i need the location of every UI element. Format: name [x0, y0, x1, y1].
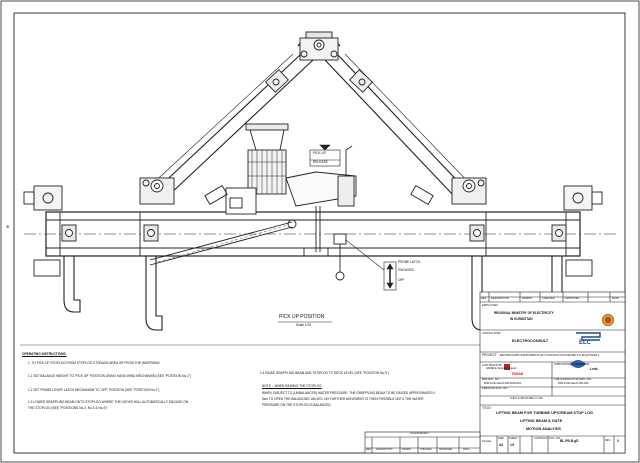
employer-name: REGIONAL MINISTRY OF ELECTRICITY	[494, 311, 554, 315]
note-line-1: WHEN SUBJECT TO (UNBALANCED) WATER PRESS…	[262, 391, 436, 395]
subcontractor-label: SUBCONTRACTOR/VENDOR	[554, 363, 590, 366]
pick-up-label: PICK UP	[313, 151, 326, 155]
consultant-label: CONSULTANT:	[482, 331, 502, 335]
contract-doc-label: CONTRACT DOC. NO. :	[534, 437, 563, 440]
rev-header: REV	[481, 297, 487, 300]
sub-doc-number: PAB-D-DD-HE-M-DW-A05	[558, 382, 589, 385]
subcontractor-name: Ledo	[590, 367, 598, 371]
farab-logo-mark	[504, 364, 510, 370]
contractor-logo-text: FARAB	[512, 372, 523, 376]
elc-logo-mark	[576, 332, 601, 341]
title-label: TITLE :	[482, 406, 493, 410]
bottom-drawn-header: DRAWN	[402, 448, 411, 451]
bottom-date-header: DATE	[463, 448, 470, 451]
release-label: RELEASE	[313, 160, 328, 164]
previous-doc-label: PREVIOUS DOC. NO.	[482, 387, 508, 390]
sheet-value: 1/1	[510, 443, 515, 447]
employer-emblem	[601, 313, 615, 327]
pab-doc-label: PAB DOC. NO.	[482, 378, 500, 381]
rev-value: 0	[617, 439, 619, 443]
probe-latch-label: PROBE LATCH	[398, 260, 421, 264]
instruction-step-1-4: 1.4 RAISE GRAPPLING BEAM AND STOPLOG TO …	[260, 371, 389, 375]
project-label: PROJECT :	[482, 353, 499, 357]
note-title: NOTE :- WHEN RAISING THE STOPLOG	[262, 384, 322, 388]
bottom-approved-header: APPROVED	[439, 448, 453, 451]
instruction-step-1: 1. TO PICK UP STOPLOG FROM STOPLOG STORA…	[28, 361, 161, 365]
size-label: SIZE	[498, 437, 504, 440]
probe-latch-callout	[345, 239, 397, 291]
checked-header: CHECKED	[542, 297, 555, 300]
bottom-checked-header: CHECKED	[420, 448, 432, 451]
previous-doc-number: D-B-G-F-PB-04-MEC-C-A06	[510, 397, 543, 400]
lifting-beam-drawing	[23, 31, 618, 331]
in-house-rev-title: IN-HOUSE REV	[410, 432, 429, 435]
sheet-label: SHEET	[509, 437, 518, 440]
consultant-name: ELECTROCONSULT	[512, 339, 549, 343]
title-line-3: MOTION ANALYSIS	[526, 427, 561, 431]
view-title: PICK UP POSITION	[279, 314, 325, 320]
contract-doc-number: BL-PB-B-gD	[560, 439, 579, 443]
employer-sub: IN KURDISTAN	[510, 317, 533, 321]
engaged-label: ENGAGED	[398, 268, 414, 272]
employer-label: EMPLOYER:	[482, 303, 499, 307]
consultant-logo-text: ELC	[579, 340, 591, 346]
instruction-step-1-1: 1.1 SET BALANCE WEIGHT TO 'PICK UP' POSI…	[28, 374, 192, 378]
rev-label: REV.	[605, 439, 611, 442]
note-line-3: PRESSURE ON THE STOPLOG IS BALANCED.	[262, 403, 332, 407]
description-header: DESCRIPTION	[491, 297, 509, 300]
project-name: BEKHME DAM/HYDROPOWER PLANT CONSTRUCTION…	[500, 354, 600, 357]
instruction-step-1-3-cont: THE STOPLOG (SEE "POSITIONS No.2, No.3 &…	[28, 406, 108, 410]
inner-border	[13, 12, 626, 454]
instruction-step-1-3: 1.3 LOWER GRAPPLING BEAM ONTO STOPLOG WH…	[28, 400, 189, 404]
title-line-1: LIFTING BEAM FOR TURBINE UPSTREAM STOP L…	[496, 411, 593, 415]
pick-up-release-callout	[309, 144, 341, 167]
note-line-2: 5cm TO OPEN THE BALANCING VALVES. NO FUR…	[262, 397, 424, 401]
ledo-logo-mark	[570, 360, 586, 368]
title-block-frame	[364, 291, 626, 454]
left-margin-mark: ⊕	[6, 225, 10, 229]
bottom-description-header: DESCRIPTION	[376, 448, 393, 451]
contractor-names: FARAB & Sahand Fanavari	[486, 367, 517, 370]
scale-label: SCALE	[482, 439, 492, 443]
pab-doc-number: PAB-D-DD-HE-M-DW-0046-E01	[484, 382, 522, 385]
instruction-step-1-2: 1.2 SET PROBE LEVER LATCH MECHANISM TO '…	[28, 388, 160, 392]
bottom-rev-header: REV	[366, 448, 371, 451]
instructions-heading: OPERATING INSTRUCTIONS:	[22, 352, 67, 356]
view-scale: Scale 1/10	[296, 323, 312, 327]
contractor-label: CONTRACTOR:	[482, 363, 503, 367]
drawn-header: DRAWN	[522, 297, 532, 300]
size-value: A3	[499, 443, 504, 447]
off-label: OFF	[398, 278, 405, 282]
title-line-2: LIFTING BEAM & GATE	[520, 419, 563, 423]
sub-doc-label: SUB-CONTRACTOR DWG. NO.	[554, 378, 592, 381]
date-header: DATE	[612, 297, 619, 300]
approved-header: APPROVED	[565, 297, 580, 300]
